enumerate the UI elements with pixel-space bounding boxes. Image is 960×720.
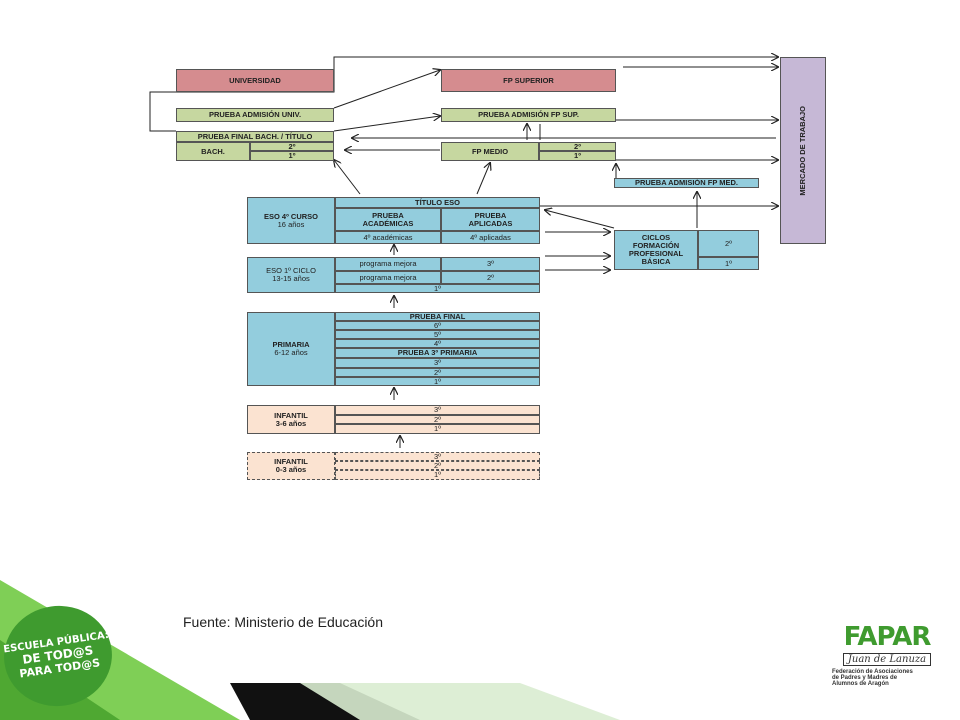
programa-mejora-1: programa mejora — [335, 257, 441, 271]
prueba-academicas-box: PRUEBA ACADÉMICAS — [335, 208, 441, 231]
bach-label: BACH. — [176, 142, 250, 161]
ciclos-grade-2: 2º — [698, 230, 759, 257]
prueba-final-primaria: PRUEBA FINAL — [335, 312, 540, 321]
eso1-grade-3: 3º — [441, 257, 540, 271]
eso1-grade-1: 1º — [335, 284, 540, 293]
prueba-admision-fp-sup-box: PRUEBA ADMISIÓN FP SUP. — [441, 108, 616, 122]
universidad-box: UNIVERSIDAD — [176, 69, 334, 92]
infantil-03-grade-1: 1º — [335, 470, 540, 480]
mercado-trabajo-box: MERCADO DE TRABAJO — [780, 57, 826, 244]
primaria-label: PRIMARIA — [272, 340, 310, 350]
ciclos-fp-basica-box: CICLOS FORMACIÓN PROFESIONAL BÁSICA — [614, 230, 698, 270]
primaria-grade-4: 4º — [335, 339, 540, 348]
arrow-universidad-mercado — [333, 57, 778, 77]
fapar-sub: Juan de Lanuza — [842, 653, 932, 666]
fapar-line2: de Padres y Madres de — [832, 675, 898, 681]
mercado-trabajo-label: MERCADO DE TRABAJO — [798, 105, 808, 196]
titulo-eso-box: TÍTULO ESO — [335, 197, 540, 208]
infantil-03-box: INFANTIL 0-3 años — [247, 452, 335, 480]
prueba-aplicadas-box: PRUEBA APLICADAS — [441, 208, 540, 231]
infantil-03-grade-3: 3º — [335, 452, 540, 461]
infantil-36-label: INFANTIL — [274, 410, 308, 420]
eso4-age: 16 años — [277, 219, 305, 229]
infantil-36-grade-2: 2º — [335, 415, 540, 424]
arrow-ciclos-eso — [545, 210, 615, 229]
infantil-03-label: INFANTIL — [274, 457, 308, 467]
arrow-eso-fpmedio — [476, 163, 490, 195]
prueba-3-primaria: PRUEBA 3º PRIMARIA — [335, 348, 540, 358]
fapar-brand: FAPAR — [843, 622, 932, 652]
arrow-eso-bach — [334, 160, 361, 195]
infantil-36-grade-3: 3º — [335, 405, 540, 415]
fapar-line3: Alumnos de Aragón — [832, 681, 889, 687]
primaria-age: 6-12 años — [274, 348, 308, 357]
prueba-admision-fp-med-box: PRUEBA ADMISIÓN FP MED. — [614, 178, 759, 188]
primaria-grade-5: 5º — [335, 330, 540, 339]
infantil-36-box: INFANTIL 3-6 años — [247, 405, 335, 434]
infantil-36-age: 3-6 años — [275, 418, 307, 428]
fp-medio-label: FP MEDIO — [441, 142, 539, 161]
cuarto-academicas-box: 4º académicas — [335, 231, 441, 244]
prueba-final-bach-box: PRUEBA FINAL BACH. / TÍTULO — [176, 131, 334, 142]
fp-medio-grade-2: 2º — [539, 142, 616, 151]
fp-superior-box: FP SUPERIOR — [441, 69, 616, 92]
bach-grade-1: 1º — [250, 151, 334, 161]
primaria-grade-2: 2º — [335, 368, 540, 377]
primaria-grade-3: 3º — [335, 358, 540, 368]
arrow-univ-fpsup — [333, 70, 440, 109]
arrow-bach-loop-universidad — [149, 77, 335, 132]
eso1-label: ESO 1º CICLO — [266, 266, 316, 276]
fapar-logo: FAPAR Juan de Lanuza Federación de Asoci… — [832, 622, 942, 714]
eso1-box: ESO 1º CICLO 13-15 años — [247, 257, 335, 293]
eso1-age: 13-15 años — [272, 274, 310, 283]
prueba-admision-univ-box: PRUEBA ADMISIÓN UNIV. — [176, 108, 334, 122]
primaria-grade-6: 6º — [335, 321, 540, 330]
primaria-grade-1: 1º — [335, 377, 540, 386]
fapar-line1: Federación de Asociaciones — [832, 669, 913, 675]
programa-mejora-2: programa mejora — [335, 271, 441, 284]
infantil-03-grade-2: 2º — [335, 461, 540, 470]
primaria-box: PRIMARIA 6-12 años — [247, 312, 335, 386]
source-caption: Fuente: Ministerio de Educación — [183, 614, 383, 630]
eso1-grade-2: 2º — [441, 271, 540, 284]
eso4-label: ESO 4º CURSO — [263, 211, 318, 221]
ciclos-grade-1: 1º — [698, 257, 759, 270]
fp-medio-grade-1: 1º — [539, 151, 616, 161]
infantil-36-grade-1: 1º — [335, 424, 540, 434]
arrow-bach-admfpsup — [333, 116, 440, 132]
cuarto-aplicadas-box: 4º aplicadas — [441, 231, 540, 244]
infantil-03-age: 0-3 años — [275, 465, 307, 474]
bach-grade-2: 2º — [250, 142, 334, 151]
eso4-box: ESO 4º CURSO 16 años — [247, 197, 335, 244]
